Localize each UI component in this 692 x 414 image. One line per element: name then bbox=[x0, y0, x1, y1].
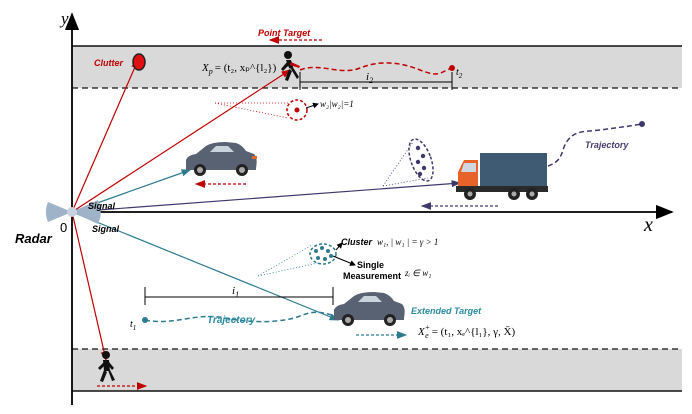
interval-i1 bbox=[144, 287, 334, 305]
xp-symbol: X bbox=[201, 62, 210, 74]
pedestrian-icon bbox=[281, 51, 300, 81]
point-target-path bbox=[299, 62, 453, 75]
car-upper-icon bbox=[186, 142, 257, 176]
point-target-label: Point Target bbox=[258, 28, 311, 38]
top-road bbox=[72, 45, 682, 89]
xe-formula: X+e= (t₁, xₑ^{l₁}, γ, X̄) bbox=[417, 323, 515, 340]
clutter-label: Clutter bbox=[94, 58, 123, 68]
xe-symbol: X bbox=[417, 326, 426, 338]
y-axis-label: y bbox=[59, 9, 69, 28]
xe-superscript: + bbox=[425, 323, 430, 332]
truck-icon bbox=[456, 153, 548, 200]
interval-i2 bbox=[299, 72, 453, 90]
xe-rhs: = (t₁, xₑ^{l₁}, γ, X̄) bbox=[432, 326, 516, 338]
origin-label: 0 bbox=[60, 220, 67, 235]
car-trajectory bbox=[144, 311, 337, 323]
truck-trajectory-label: Trajectory bbox=[585, 140, 629, 150]
zi-formula: zᵢ ∈ w₁ bbox=[404, 268, 431, 278]
i2-label: i2 bbox=[366, 71, 373, 85]
xp-rhs: = (t₂, xₚ^{l₂}) bbox=[215, 62, 277, 74]
truck-trajectory-end bbox=[639, 121, 645, 127]
car-lower-icon bbox=[334, 292, 405, 326]
radar-label: Radar bbox=[15, 231, 53, 246]
xp-formula: Xp= (t₂, xₚ^{l₂}) bbox=[201, 62, 277, 76]
w1-cluster bbox=[257, 242, 356, 277]
single-label-line1: Single bbox=[357, 260, 384, 270]
xe-subscript: e bbox=[425, 331, 429, 340]
i1-label: i1 bbox=[232, 285, 239, 299]
single-label-line2: Measurement bbox=[343, 271, 401, 281]
truck-cluster bbox=[382, 138, 434, 187]
pedestrian-bottom-icon bbox=[98, 351, 115, 382]
truck-trajectory bbox=[547, 123, 643, 167]
extended-target-label: Extended Target bbox=[411, 306, 482, 316]
cluster-label: Cluster bbox=[341, 237, 373, 247]
t1-label: t1 bbox=[130, 319, 136, 332]
w2-label: w₂|w₂|=1 bbox=[320, 99, 354, 109]
w2-measurement bbox=[214, 99, 319, 121]
svg-text:Xp= (t₂, xₚ^{l₂}): Xp= (t₂, xₚ^{l₂}) bbox=[201, 62, 277, 76]
svg-text:X+e= (t₁, xₑ^{l₁}, γ, X̄): X+e= (t₁, xₑ^{l₁}, γ, X̄) bbox=[417, 323, 515, 340]
t2-label: t2 bbox=[456, 67, 463, 80]
xp-subscript: p bbox=[208, 67, 213, 76]
signal-lines bbox=[71, 58, 462, 362]
car-trajectory-start bbox=[142, 317, 148, 323]
radar-sensor bbox=[46, 200, 101, 224]
clutter-marker bbox=[132, 53, 146, 71]
point-target-end bbox=[449, 65, 455, 71]
bottom-road bbox=[72, 348, 682, 392]
cluster-formula: w₁, | w₁ | = γ > 1 bbox=[377, 237, 438, 247]
car-trajectory-label: Trajectory bbox=[207, 315, 256, 326]
x-axis-label: x bbox=[643, 214, 653, 236]
signal-lower-label: Signal bbox=[92, 224, 120, 234]
signal-upper-label: Signal bbox=[88, 201, 116, 211]
